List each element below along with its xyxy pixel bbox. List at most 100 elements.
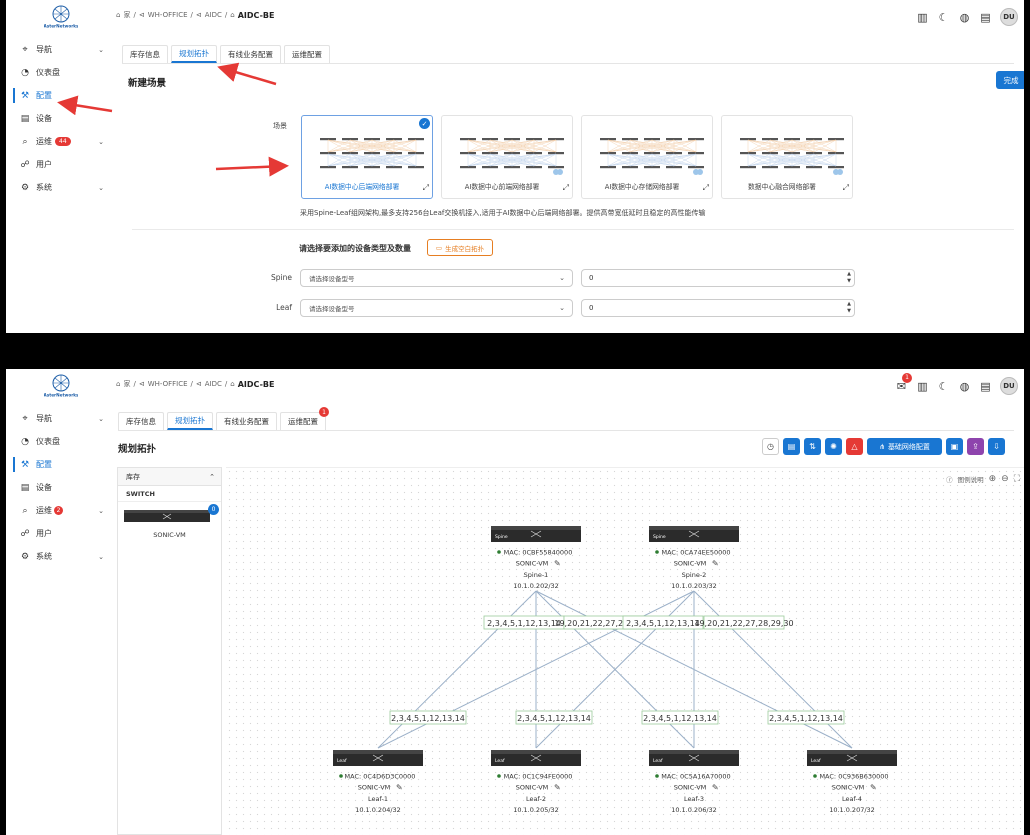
tab-0[interactable]: 库存信息 — [122, 45, 168, 63]
sidebar-item-5[interactable]: ☍用户 — [6, 153, 110, 176]
spine-port-label[interactable]: 2,3,4,5,1,12,13,14 — [622, 615, 704, 630]
sidebar-item-1[interactable]: ◔仪表盘 — [6, 430, 110, 453]
scene-card-0[interactable]: AI数据中心后端网络部署⤢✓ — [301, 115, 433, 199]
globe-icon[interactable]: ◍ — [959, 379, 970, 393]
breadcrumb-org[interactable]: WH-OFFICE — [147, 11, 188, 19]
base-network-config-button[interactable]: ⋔基础网络配置 — [867, 438, 942, 455]
sidebar-item-0[interactable]: ⌖导航⌄ — [6, 407, 110, 430]
info-icon: ⓘ — [946, 476, 953, 484]
book-icon[interactable]: ▤ — [980, 379, 991, 393]
swap-icon[interactable]: ⇅ — [804, 438, 821, 455]
brand-logo[interactable]: AsterNetworks — [43, 373, 79, 401]
device-count-input[interactable]: 0▲▼ — [581, 299, 855, 317]
link-line[interactable] — [377, 590, 537, 749]
history-icon[interactable]: ◷ — [762, 438, 779, 455]
legend-link[interactable]: 图例说明 — [957, 476, 984, 484]
done-button[interactable]: 完成 — [996, 71, 1024, 89]
settings-icon[interactable]: ✺ — [825, 438, 842, 455]
device-model-select[interactable]: 请选择设备型号⌄ — [300, 269, 573, 287]
expand-icon[interactable]: ⤢ — [702, 183, 709, 192]
chevron-down-icon[interactable]: ⌄ — [98, 183, 104, 192]
brand-logo[interactable]: AsterNetworks — [43, 4, 79, 32]
leaf-port-label[interactable]: 2,3,4,5,1,12,13,14 — [641, 710, 719, 725]
home-icon[interactable]: ⌂ — [116, 11, 121, 19]
tab-1[interactable]: 规划拓扑 — [171, 45, 217, 63]
chevron-down-icon[interactable]: ⌄ — [98, 45, 104, 54]
scene-card-2[interactable]: AI数据中心存储网络部署⤢ — [581, 115, 713, 199]
map-icon[interactable]: ▥ — [917, 379, 928, 393]
tab-3[interactable]: 运维配置 — [284, 45, 330, 63]
zoom-out-icon[interactable]: ⊖ — [1001, 474, 1009, 484]
sidebar-item-2[interactable]: ⚒配置 — [6, 453, 110, 476]
breadcrumb-home[interactable]: 家 — [123, 380, 131, 388]
export-icon[interactable]: ⇩ — [988, 438, 1005, 455]
save-icon[interactable]: ▣ — [946, 438, 963, 455]
zoom-in-icon[interactable]: ⊕ — [988, 474, 997, 484]
book-icon[interactable]: ▤ — [980, 10, 991, 24]
gear-icon: ⚙ — [20, 551, 30, 562]
scene-card-3[interactable]: 数据中心融合网络部署⤢ — [721, 115, 853, 199]
moon-icon[interactable]: ☾ — [938, 379, 949, 393]
expand-icon[interactable]: ⤢ — [562, 183, 569, 192]
tab-2[interactable]: 有线业务配置 — [220, 45, 281, 63]
breadcrumb-fabric[interactable]: AIDC — [204, 11, 222, 19]
avatar[interactable]: DU — [1000, 8, 1018, 26]
tab-0[interactable]: 库存信息 — [118, 412, 164, 430]
stepper-icon[interactable]: ▲▼ — [847, 271, 851, 284]
inventory-header[interactable]: 库存⌃ — [118, 468, 221, 486]
expand-icon[interactable]: ⤢ — [422, 183, 429, 192]
map-icon[interactable]: ▥ — [917, 10, 928, 24]
sidebar-item-6[interactable]: ⚙系统⌄ — [6, 176, 110, 199]
expand-icon[interactable]: ⤢ — [842, 183, 849, 192]
chevron-down-icon[interactable]: ⌄ — [98, 137, 104, 146]
globe-icon[interactable]: ◍ — [959, 10, 970, 24]
spine-port-label[interactable]: 19,20,21,22,27,28,29,30 — [694, 615, 794, 630]
sidebar-item-2[interactable]: ⚒配置 — [6, 84, 110, 107]
moon-icon[interactable]: ☾ — [938, 10, 949, 24]
generate-blank-topology-button[interactable]: ▭ 生成空白拓扑 — [427, 239, 493, 256]
scene-card-1[interactable]: AI数据中心前端网络部署⤢ — [441, 115, 573, 199]
device-count-input[interactable]: 0▲▼ — [581, 269, 855, 287]
inventory-item[interactable]: 0 SONIC-VM — [118, 502, 221, 546]
save-draft-icon[interactable]: ▤ — [783, 438, 800, 455]
leaf-port-label[interactable]: 2,3,4,5,1,12,13,14 — [515, 710, 593, 725]
home-icon[interactable]: ⌂ — [116, 380, 121, 388]
chevron-up-icon[interactable]: ⌃ — [209, 472, 215, 481]
link-line[interactable] — [693, 590, 853, 749]
sidebar-item-5[interactable]: ☍用户 — [6, 522, 110, 545]
fullscreen-icon[interactable]: ⛶ — [1013, 474, 1020, 484]
avatar[interactable]: DU — [1000, 377, 1018, 395]
mail-icon[interactable]: ✉1 — [895, 372, 912, 393]
breadcrumb-org[interactable]: WH-OFFICE — [147, 380, 188, 388]
upload-icon[interactable]: ⇪ — [967, 438, 984, 455]
sidebar-item-0[interactable]: ⌖导航⌄ — [6, 38, 110, 61]
sidebar-item-3[interactable]: ▤设备 — [6, 476, 110, 499]
chevron-down-icon[interactable]: ⌄ — [98, 414, 104, 423]
clear-icon[interactable]: △ — [846, 438, 863, 455]
breadcrumb-fabric[interactable]: AIDC — [204, 380, 222, 388]
tab-2[interactable]: 有线业务配置 — [216, 412, 277, 430]
stepper-icon[interactable]: ▲▼ — [847, 301, 851, 314]
leaf-port-label[interactable]: 2,3,4,5,1,12,13,14 — [767, 710, 845, 725]
tab-1[interactable]: 规划拓扑 — [167, 412, 213, 430]
node-ip: 10.1.0.202/32 — [513, 582, 559, 590]
leaf-port-label[interactable]: 2,3,4,5,1,12,13,14 — [389, 710, 467, 725]
device-model-select[interactable]: 请选择设备型号⌄ — [300, 299, 573, 317]
sidebar-item-6[interactable]: ⚙系统⌄ — [6, 545, 110, 568]
sidebar-item-3[interactable]: ▤设备 — [6, 107, 110, 130]
breadcrumb-home[interactable]: 家 — [123, 11, 131, 19]
chevron-down-icon[interactable]: ⌄ — [98, 506, 104, 515]
chevron-down-icon[interactable]: ⌄ — [98, 552, 104, 561]
spine-port-label[interactable]: 2,3,4,5,1,12,13,14 — [483, 615, 565, 630]
sidebar-item-1[interactable]: ◔仪表盘 — [6, 61, 110, 84]
